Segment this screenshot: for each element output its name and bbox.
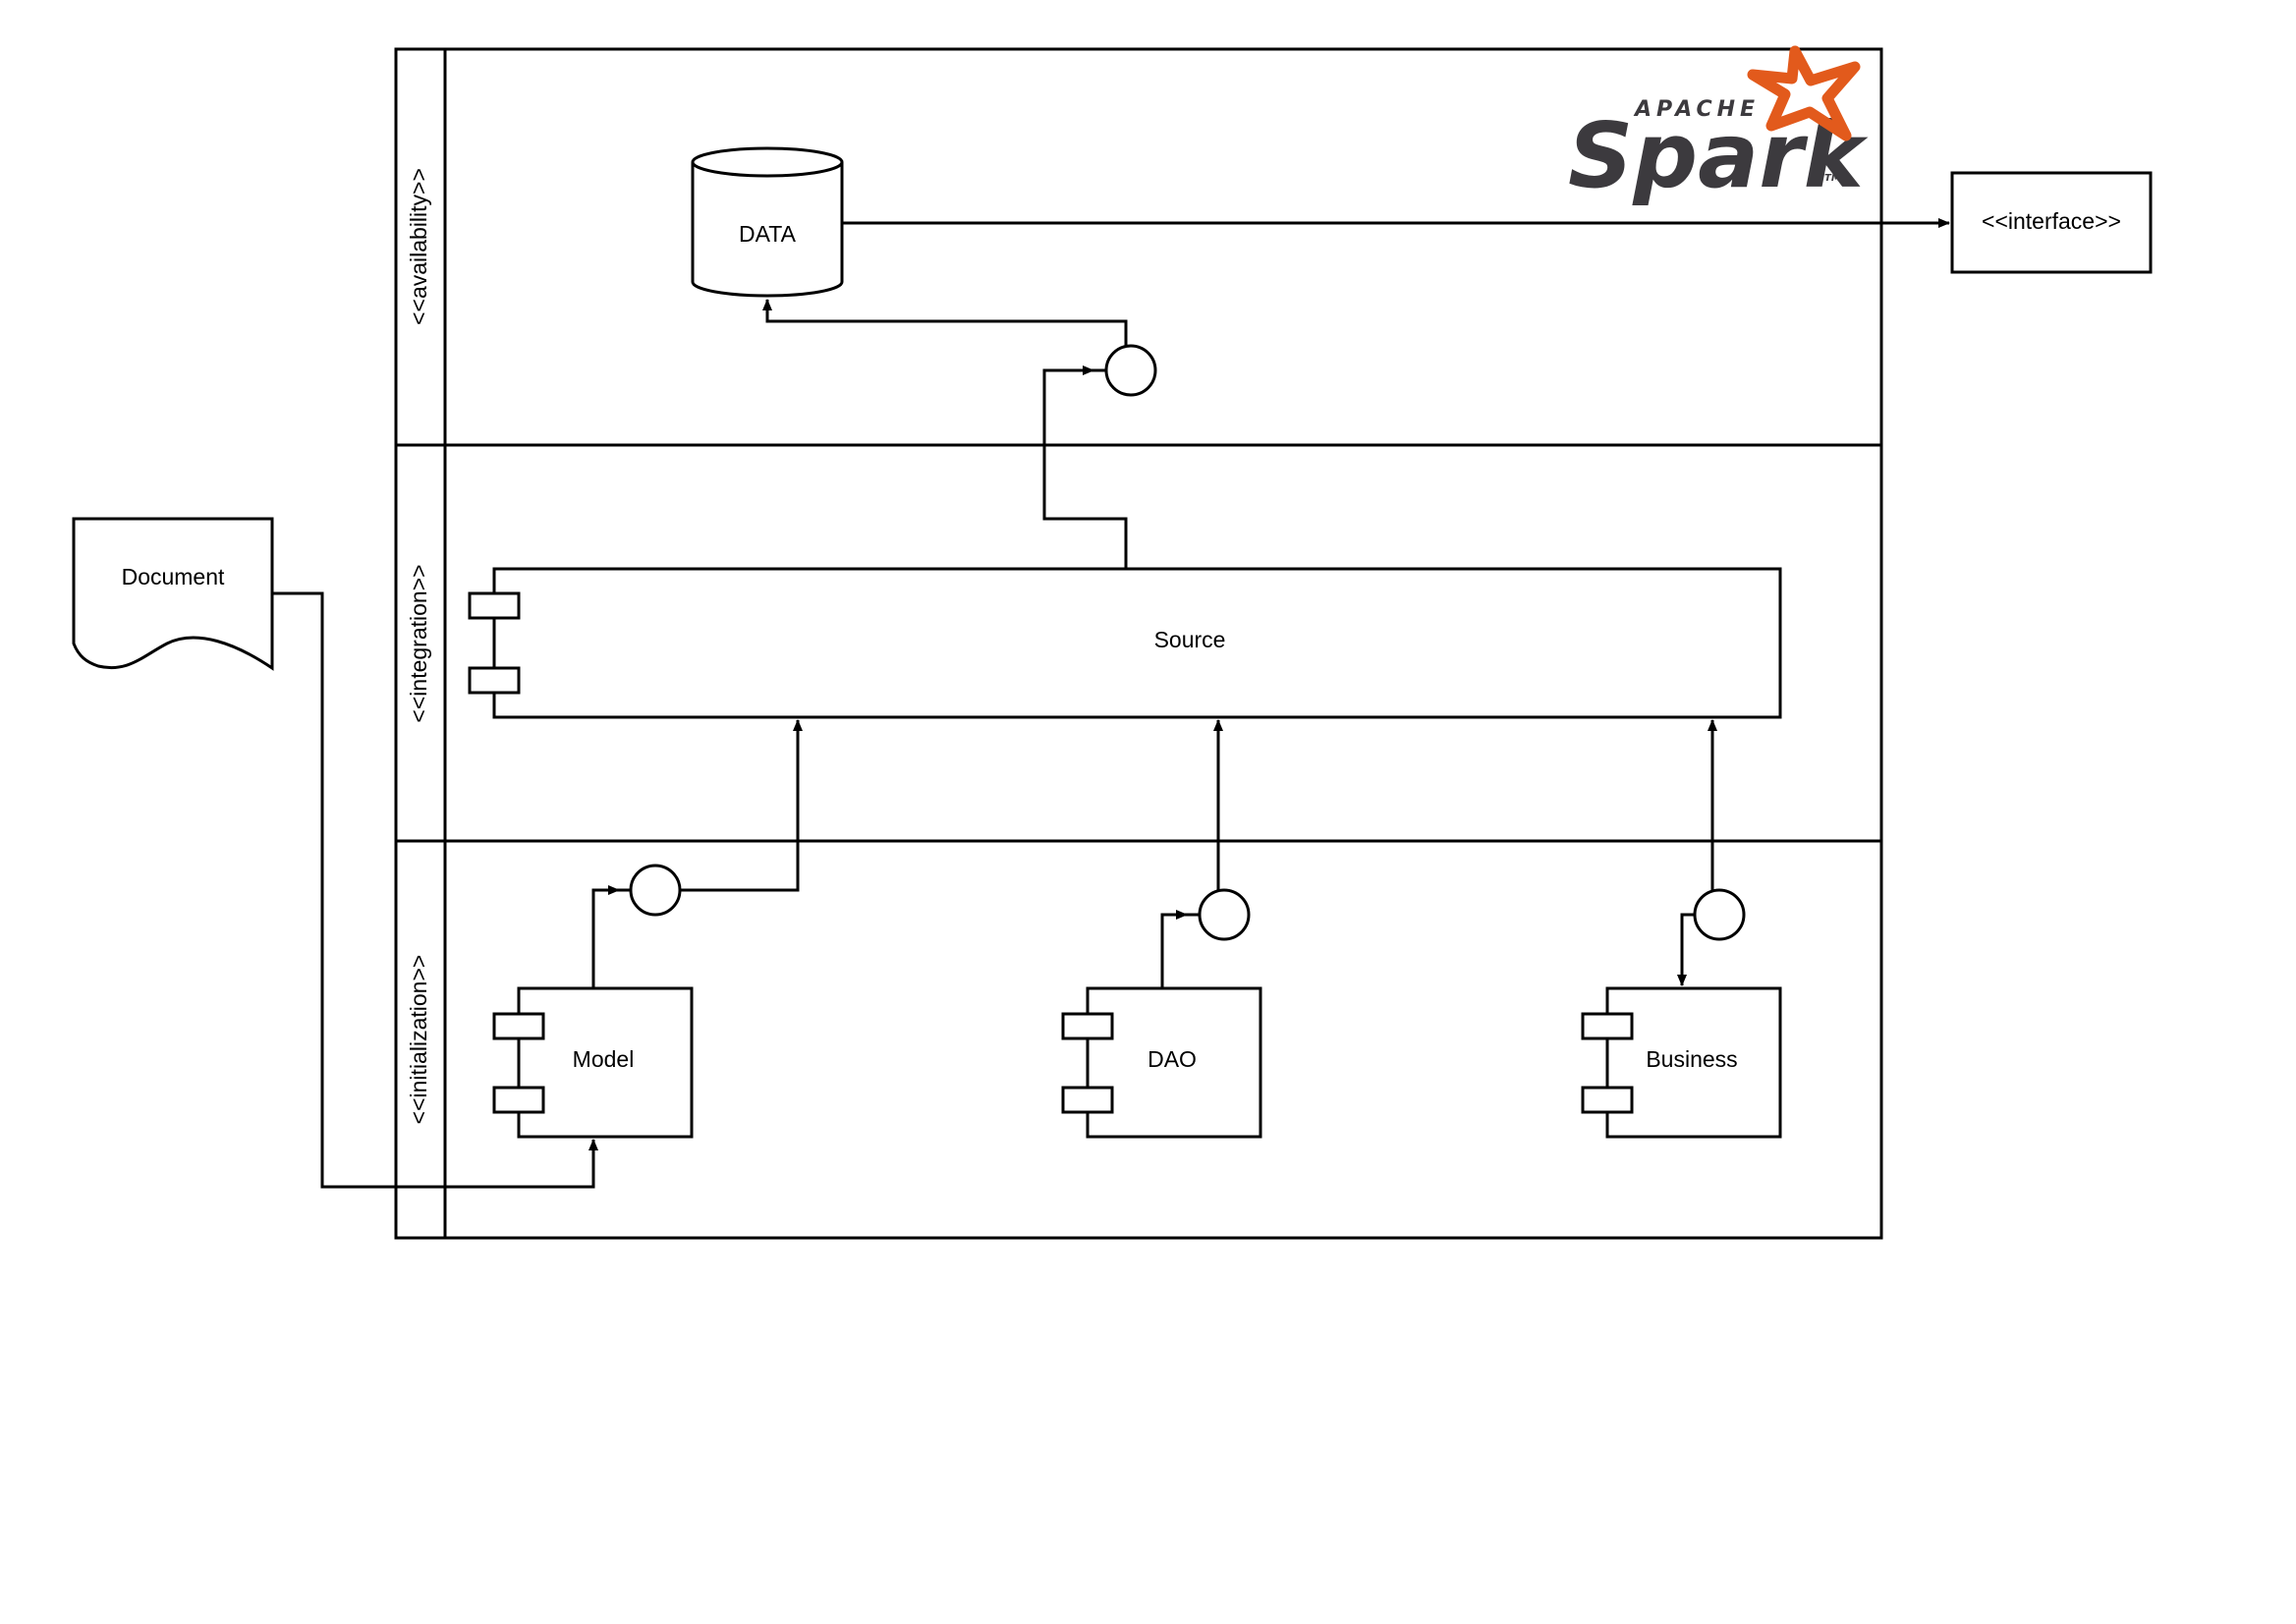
logo-tm-text: TM: [1824, 173, 1841, 184]
lane-label-integration: <<integration>>: [406, 564, 431, 722]
model-interface-circle[interactable]: [629, 864, 682, 917]
dao-interface-circle[interactable]: [1198, 888, 1251, 941]
model-component[interactable]: Model: [492, 986, 694, 1139]
business-label: Business: [1646, 1046, 1737, 1072]
interface-box[interactable]: <<interface>>: [1950, 171, 2153, 274]
logo-apache-text: APACHE: [1633, 97, 1760, 122]
connector-model-circle-to-source: [680, 719, 803, 892]
business-port-top: [1581, 1012, 1634, 1040]
document-label: Document: [122, 564, 225, 589]
interface-label: <<interface>>: [1982, 208, 2121, 234]
dao-port-bottom: [1061, 1086, 1114, 1114]
source-component[interactable]: Source: [468, 567, 1782, 719]
model-label: Model: [573, 1046, 635, 1072]
data-interface-circle[interactable]: [1104, 344, 1157, 397]
source-label: Source: [1154, 627, 1226, 652]
business-component[interactable]: Business: [1581, 986, 1782, 1139]
data-store[interactable]: DATA: [691, 146, 844, 298]
logo-star-icon: [1747, 45, 1861, 141]
lane-label-initialization: <<initialization>>: [406, 955, 431, 1125]
connector-document-to-model: [272, 591, 598, 1189]
business-interface-circle[interactable]: [1693, 888, 1746, 941]
dao-label: DAO: [1148, 1046, 1197, 1072]
connectors: [272, 218, 1950, 1189]
connector-model-to-circle: [591, 885, 620, 988]
model-port-top: [492, 1012, 545, 1040]
business-port-bottom: [1581, 1086, 1634, 1114]
apache-spark-logo: APACHE Spark TM: [1568, 45, 1869, 208]
connector-circle-to-data: [762, 299, 1128, 346]
dao-port-top: [1061, 1012, 1114, 1040]
connector-source-to-data-circle: [1042, 365, 1128, 569]
dao-component[interactable]: DAO: [1061, 986, 1262, 1139]
model-port-bottom: [492, 1086, 545, 1114]
lane-label-availability: <<availability>>: [406, 168, 431, 325]
connector-dao-to-circle: [1160, 910, 1188, 988]
document-node[interactable]: Document: [72, 517, 274, 671]
source-port-bottom: [468, 666, 521, 695]
source-port-top: [468, 591, 521, 620]
connector-business-circle-to-business: [1677, 913, 1695, 986]
swimlane-pool: [394, 47, 1883, 1240]
data-store-label: DATA: [739, 221, 797, 247]
